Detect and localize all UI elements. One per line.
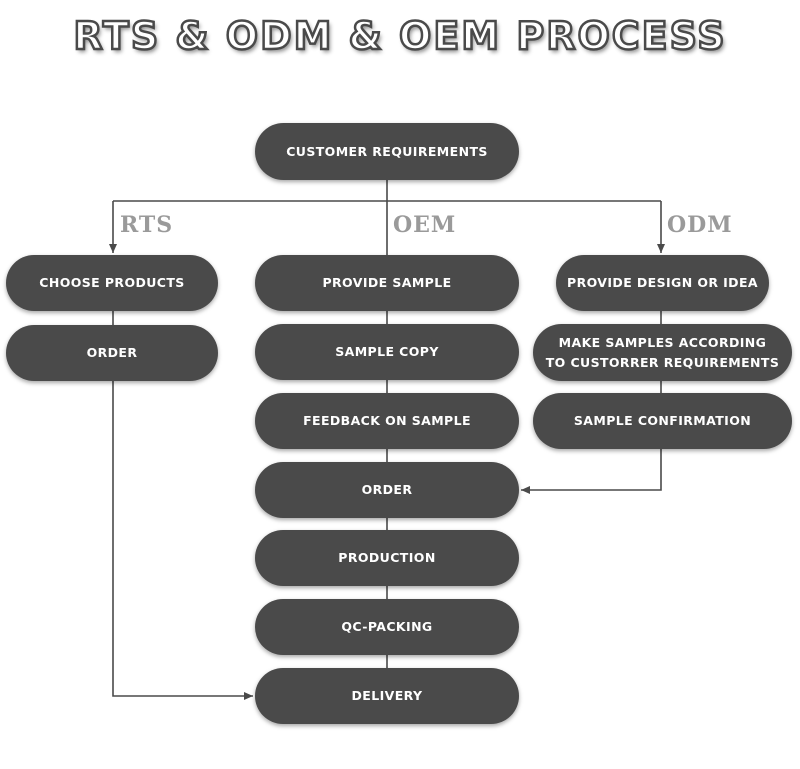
branch-label-odm: ODM — [667, 212, 733, 238]
node-sample-copy: SAMPLE COPY — [255, 324, 519, 380]
node-order: ORDER — [255, 462, 519, 518]
branch-label-oem: OEM — [393, 212, 457, 238]
page-title: RTS & ODM & OEM PROCESS — [72, 13, 727, 60]
node-rts-order: ORDER — [6, 325, 218, 381]
node-delivery: DELIVERY — [255, 668, 519, 724]
connector-rts-to-delivery — [112, 381, 253, 700]
connector-odm-to-order — [521, 448, 662, 494]
node-production: PRODUCTION — [255, 530, 519, 586]
node-make-samples: MAKE SAMPLES ACCORDING TO CUSTORRER REQU… — [533, 324, 792, 381]
node-sample-confirmation: SAMPLE CONFIRMATION — [533, 393, 792, 449]
node-provide-design: PROVIDE DESIGN OR IDEA — [556, 255, 769, 311]
branch-label-rts: RTS — [120, 212, 174, 238]
node-feedback-on-sample: FEEDBACK ON SAMPLE — [255, 393, 519, 449]
node-customer-requirements: CUSTOMER REQUIREMENTS — [255, 123, 519, 180]
node-provide-sample: PROVIDE SAMPLE — [255, 255, 519, 311]
node-choose-products: CHOOSE PRODUCTS — [6, 255, 218, 311]
node-qc-packing: QC-PACKING — [255, 599, 519, 655]
